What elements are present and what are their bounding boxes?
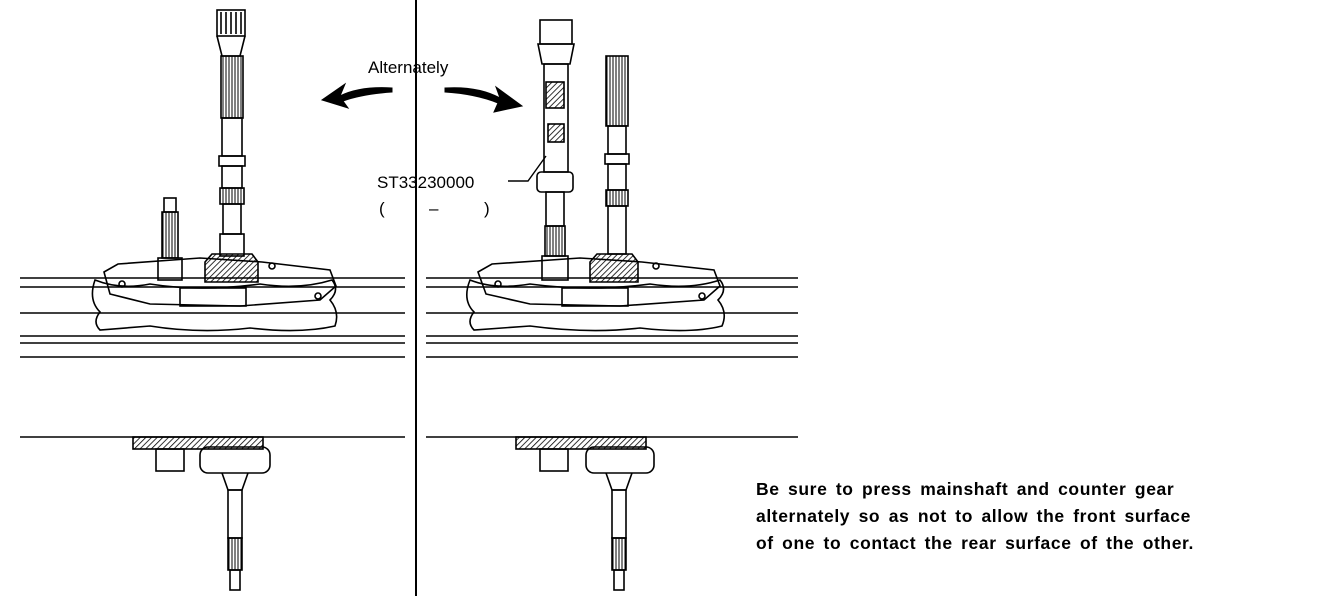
- right-lower-gears: [515, 436, 655, 591]
- right-curved-arrow: [444, 85, 524, 113]
- tool-paren-close: ): [484, 199, 490, 218]
- right-press-table: [426, 277, 798, 438]
- instruction-line-3: of one to contact the rear surface of th…: [756, 533, 1194, 553]
- right-press-view: [426, 19, 798, 591]
- right-adapter-plate: [477, 257, 721, 307]
- tool-leader-line: [508, 155, 547, 182]
- instruction-line-2: alternately so as not to allow the front…: [756, 506, 1191, 526]
- tool-dash: –: [429, 199, 439, 218]
- special-tool-drift: [536, 19, 575, 281]
- tool-paren-open: (: [379, 199, 385, 218]
- left-press-ram: [216, 9, 246, 257]
- instruction-note: Be sure to press mainshaft and counter g…: [756, 476, 1316, 557]
- right-main-shaft: [604, 55, 630, 255]
- left-adapter-plate: [103, 257, 337, 307]
- left-main-gear: [204, 253, 259, 283]
- left-press-view: [20, 9, 405, 591]
- left-counter-shaft: [157, 197, 183, 281]
- left-lower-gears: [132, 436, 271, 591]
- tool-number-label: ST33230000: [377, 173, 474, 192]
- instruction-line-1: Be sure to press mainshaft and counter g…: [756, 479, 1175, 499]
- alternately-arrows: [320, 82, 524, 113]
- right-main-gear: [589, 253, 639, 283]
- left-curved-arrow: [320, 82, 393, 109]
- alternately-label: Alternately: [368, 58, 449, 77]
- left-press-table: [20, 277, 405, 438]
